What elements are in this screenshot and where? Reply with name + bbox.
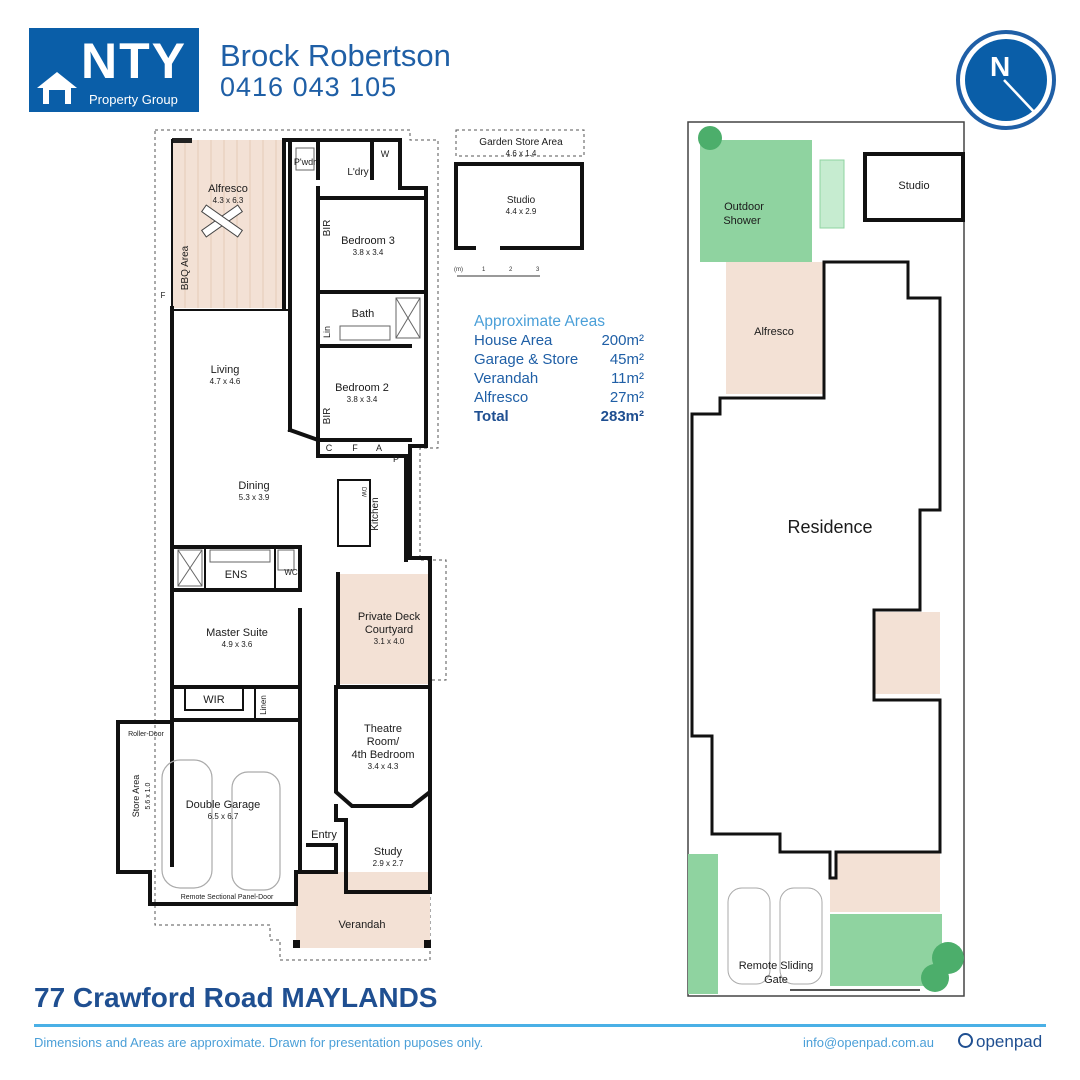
pantry-p: P [393, 454, 399, 464]
pantry-a: A [376, 443, 382, 453]
scale-tick: 3 [536, 267, 540, 273]
pantry-c: C [326, 443, 333, 453]
room-wc: WC [284, 568, 298, 577]
site-outdoor-2: Shower [723, 215, 761, 227]
room-theatre-1: Theatre [364, 723, 402, 735]
site-outdoor-1: Outdoor [724, 201, 764, 213]
scale-tick: 1 [482, 267, 486, 273]
room-powder: P'wdr [294, 157, 316, 167]
site-alfresco: Alfresco [754, 326, 794, 338]
room-w: W [381, 149, 390, 159]
room-garage: Double Garage [186, 799, 261, 811]
room-kitchen: Kitchen [370, 497, 381, 530]
site-residence: Residence [787, 517, 872, 537]
agency-logo: NTY Property Group [29, 28, 199, 112]
lawn [700, 140, 812, 262]
ceiling-fan-icon [200, 204, 244, 238]
room-bedroom2-dim: 3.8 x 3.4 [347, 395, 378, 404]
room-garage-dim: 6.5 x 6.7 [208, 812, 239, 821]
sectional-door: Remote Sectional Panel-Door [181, 894, 274, 901]
logo-wordmark: NTY [81, 33, 187, 89]
residence-outline [690, 260, 942, 880]
room-wir: WIR [203, 694, 224, 706]
openpad-icon [958, 1033, 973, 1048]
room-alfresco: Alfresco [208, 183, 248, 195]
room-deck-dim: 3.1 x 4.0 [374, 637, 405, 646]
property-address: 77 Crawford Road MAYLANDS [34, 982, 438, 1013]
room-dw: DW [360, 487, 366, 497]
room-bbq: BBQ Area [180, 245, 191, 290]
site-alfresco-deck [726, 262, 824, 394]
room-alfresco-dim: 4.3 x 6.3 [213, 196, 244, 205]
logo-subtitle: Property Group [89, 92, 178, 107]
room-living: Living [211, 364, 240, 376]
scale-bar: (m) 1 2 3 [454, 267, 540, 277]
room-study: Study [374, 846, 403, 858]
site-cars-icon [727, 887, 823, 985]
room-laundry: L'dry [347, 167, 368, 178]
verandah-deck [296, 872, 430, 948]
garden-store-dim: 4.6 x 1.4 [506, 149, 537, 158]
room-bedroom3: Bedroom 3 [341, 235, 395, 247]
room-bir-2: BIR [322, 408, 333, 425]
room-master: Master Suite [206, 627, 268, 639]
scale-tick: 2 [509, 267, 513, 273]
room-theatre-3: 4th Bedroom [352, 749, 415, 761]
room-deck-1: Private Deck [358, 611, 421, 623]
room-bir-1: BIR [322, 220, 333, 237]
room-deck-2: Courtyard [365, 624, 413, 636]
garden-store: Garden Store Area [479, 137, 563, 148]
room-living-dim: 4.7 x 4.6 [210, 377, 241, 386]
bbq-grill-icon [172, 138, 192, 143]
north-compass-icon: N [956, 30, 1056, 130]
room-bedroom3-dim: 3.8 x 3.4 [353, 248, 384, 257]
room-dining: Dining [238, 480, 269, 492]
scale-unit: (m) [454, 267, 463, 273]
garage-cars-icon [161, 759, 281, 891]
compass-letter: N [990, 51, 1010, 82]
room-linen: Linen [259, 695, 268, 715]
brand-name: openpad [976, 1032, 1043, 1051]
room-bedroom2: Bedroom 2 [335, 382, 389, 394]
site-plan: Studio Outdoor Shower Alfresco Residence… [687, 121, 965, 997]
room-entry: Entry [311, 829, 337, 841]
room-dining-dim: 5.3 x 3.9 [239, 493, 270, 502]
room-store-dim: 5.6 x 1.0 [145, 782, 152, 809]
room-study-dim: 2.9 x 2.7 [373, 859, 404, 868]
areas-heading: Approximate Areas [474, 313, 605, 330]
floor-plan: (m) 1 2 3 Alfresco 4.3 x 6.3 BBQ Area F … [116, 129, 585, 961]
studio-dim: 4.4 x 2.9 [506, 207, 537, 216]
room-verandah: Verandah [338, 919, 385, 931]
room-ens: ENS [225, 569, 248, 581]
pantry-f: F [352, 443, 358, 453]
courtyard-deck [338, 574, 430, 684]
studio: Studio [507, 195, 536, 206]
room-store: Store Area [131, 775, 141, 818]
room-bath: Bath [352, 308, 375, 320]
disclaimer: Dimensions and Areas are approximate. Dr… [34, 1035, 484, 1050]
roller-door: Roller-Door [128, 731, 164, 738]
site-studio: Studio [898, 180, 929, 192]
room-lin: Lin [322, 326, 332, 338]
room-theatre-dim: 3.4 x 4.3 [368, 762, 399, 771]
site-gate-2: Gate [764, 974, 788, 986]
site-gate-1: Remote Sliding [739, 960, 814, 972]
room-theatre-2: Room/ [367, 736, 400, 748]
contact-email[interactable]: info@openpad.com.au [803, 1035, 935, 1050]
room-master-dim: 4.9 x 3.6 [222, 640, 253, 649]
room-bbq-f: F [161, 291, 166, 300]
agent-name: Brock Robertson [220, 38, 451, 73]
house-icon [37, 72, 77, 104]
openpad-logo: openpad [958, 1032, 1042, 1052]
footer-divider [34, 1024, 1046, 1027]
agent-phone: 0416 043 105 [220, 72, 398, 102]
